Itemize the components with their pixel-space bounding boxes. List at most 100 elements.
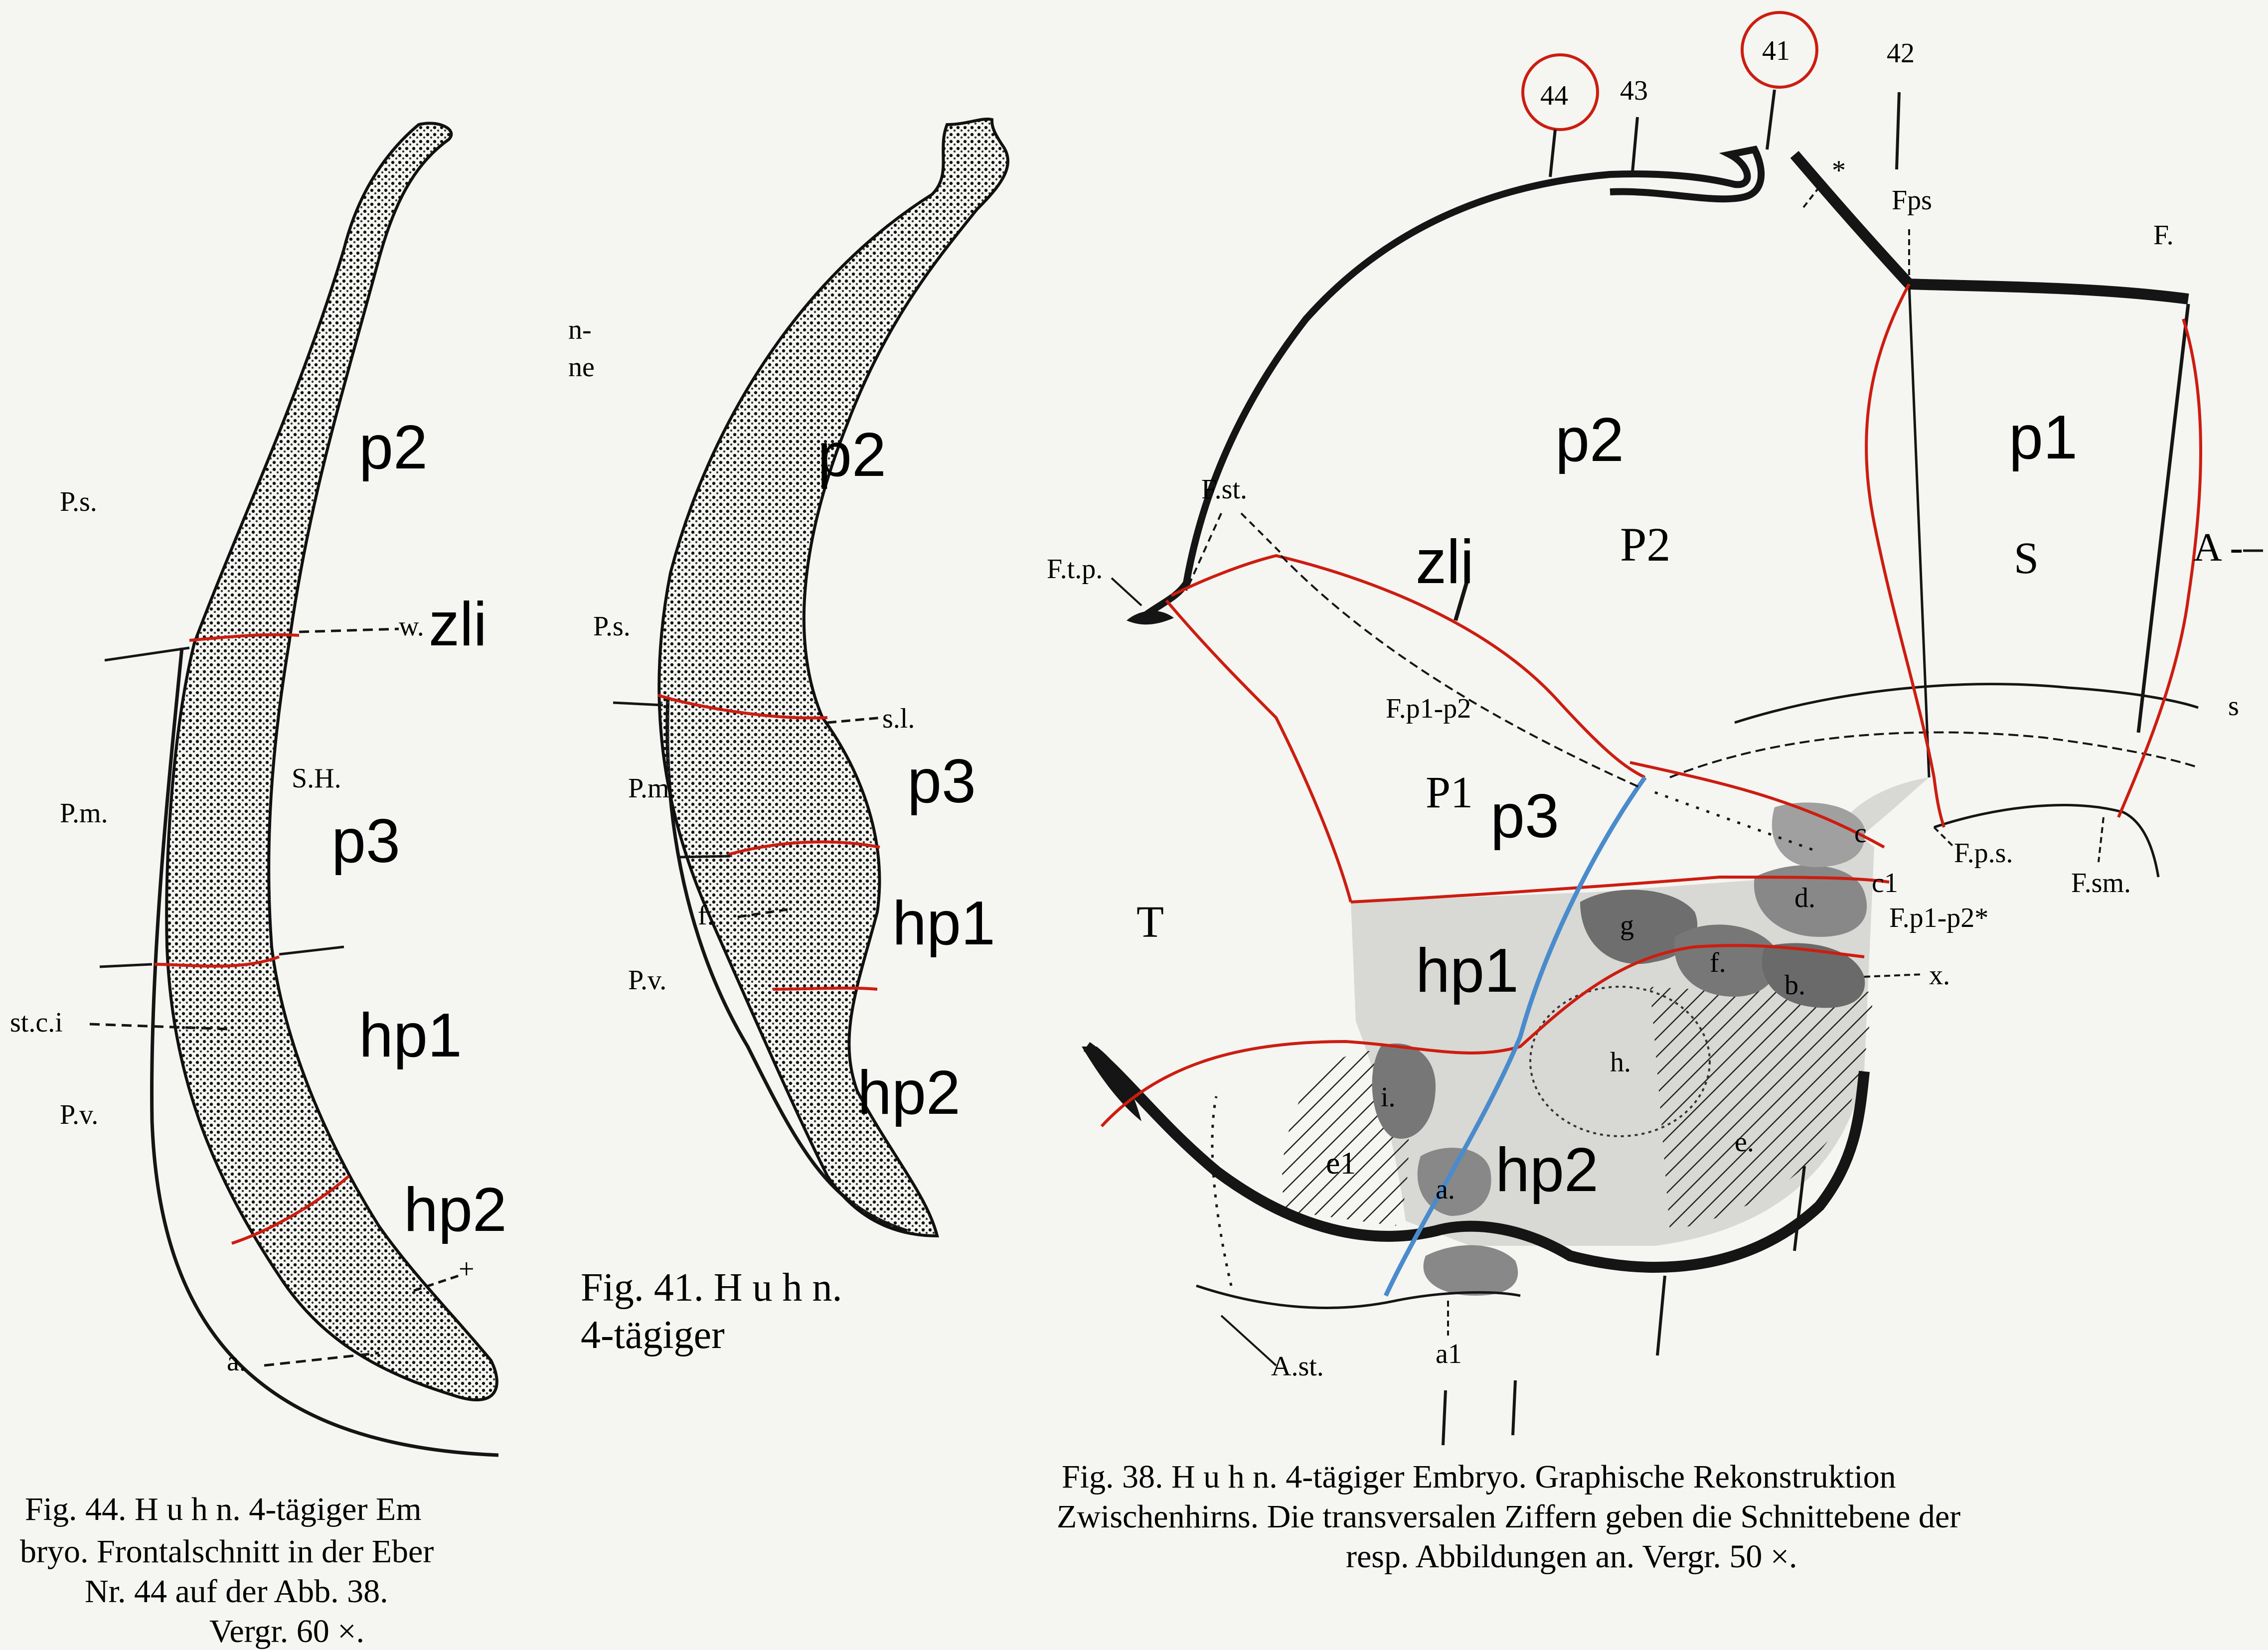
fig38-plane-line-4 bbox=[1793, 1166, 1806, 1251]
fig44-red-boundary-hp1-hp2 bbox=[231, 1175, 350, 1245]
fig38-ventral-outer-thin bbox=[1196, 1284, 1521, 1309]
fig38-red-c1 bbox=[1629, 761, 1885, 849]
fig38-fst-dashed-1 bbox=[1185, 513, 1222, 591]
fig44-label-plus: + bbox=[459, 1254, 475, 1285]
fig38-fst-dashed-2 bbox=[1240, 512, 1282, 554]
fig38-label-P1: P1 bbox=[1426, 768, 1473, 817]
fig41-label-pm: P.m. bbox=[628, 773, 676, 804]
fig38-region-p2: p2 bbox=[1555, 406, 1624, 474]
fig38-label-g: g bbox=[1620, 910, 1634, 941]
fig38-nucleus-d bbox=[1754, 865, 1867, 937]
fig38-label-A: A - bbox=[2193, 526, 2243, 570]
fig38-plane-43 bbox=[1631, 117, 1639, 172]
fig38-caption-line-2: Zwischenhirns. Die transversalen Ziffern… bbox=[1057, 1499, 1960, 1535]
fig44-label-a: a. bbox=[227, 1346, 246, 1377]
fig38-label-ast: A.st. bbox=[1271, 1351, 1324, 1382]
fig38-label-T: T bbox=[1136, 898, 1164, 947]
fig41-leader-sl bbox=[827, 716, 883, 724]
fig44-region-hp1: hp1 bbox=[359, 1001, 462, 1070]
fig38-nuclei bbox=[1372, 802, 1867, 1296]
fig41-label-sl: s.l. bbox=[882, 703, 915, 734]
fig38-zli-pointer bbox=[1454, 577, 1470, 621]
fig41-region-hp2: hp2 bbox=[857, 1058, 961, 1127]
fig38-leader-ftp bbox=[1111, 577, 1142, 606]
fig44-outer-contour bbox=[150, 647, 499, 1457]
fig38-nucleus-h bbox=[1529, 986, 1711, 1137]
fig44-caption: Fig. 44. H u h n. 4-tägiger Em bryo. Fro… bbox=[20, 1491, 434, 1650]
fig38-label-41: 41 bbox=[1762, 35, 1790, 66]
fig38-hatch-e bbox=[1650, 987, 1874, 1231]
fig44-label-pv: P.v. bbox=[60, 1099, 98, 1130]
fig44-panel: p2 zli p3 hp1 hp2 P.s. P.m. P.v. w. S.H.… bbox=[10, 122, 507, 1650]
fig38-thin-outline bbox=[1734, 683, 2199, 724]
fig44-label-stci: st.c.i bbox=[10, 1007, 63, 1038]
fig41-label-frag1: n- bbox=[568, 314, 592, 345]
fig38-label-f2: f. bbox=[1710, 947, 1726, 978]
fig38-caption-line-1: Fig. 38. H u h n. 4-tägiger Embryo. Grap… bbox=[1062, 1459, 1896, 1495]
fig38-leader-ast bbox=[1220, 1315, 1277, 1366]
fig38-nucleus-a1 bbox=[1423, 1245, 1518, 1296]
fig38-label-ftp: F.t.p. bbox=[1047, 554, 1103, 585]
fig38-label-s: s bbox=[2228, 691, 2239, 722]
fig38-label-x: x. bbox=[1929, 960, 1950, 991]
fig38-dotted-ventral bbox=[1211, 1096, 1233, 1286]
fig41-tissue bbox=[657, 118, 1009, 1238]
fig38-label-43: 43 bbox=[1620, 75, 1648, 106]
fig41-region-p2: p2 bbox=[817, 421, 886, 489]
fig38-red-zli-upper bbox=[1170, 554, 1646, 779]
fig38-label-S: S bbox=[2014, 534, 2039, 583]
fig38-label-fp1p2: F.p1-p2 bbox=[1386, 693, 1471, 724]
fig38-label-d: d. bbox=[1794, 883, 1815, 913]
fig38-label-fps-top: Fps bbox=[1892, 185, 1932, 216]
fig38-label-e1: e1 bbox=[1326, 1145, 1356, 1181]
fig44-region-p3: p3 bbox=[331, 807, 400, 876]
fig38-plane-line-1 bbox=[1442, 1390, 1447, 1446]
fig38-fp1p2-dashed bbox=[1280, 555, 1640, 788]
fig41-red-boundary-p3-hp1 bbox=[727, 840, 880, 856]
fig38-plane-41 bbox=[1766, 89, 1776, 150]
fig44-leader-left-2 bbox=[99, 963, 153, 968]
fig38-thin-outline-2 bbox=[1669, 731, 2199, 778]
fig38-nucleus-f bbox=[1674, 924, 1778, 997]
fig41-label-f: f. bbox=[698, 900, 714, 931]
fig38-region-zli: zli bbox=[1416, 528, 1474, 597]
fig44-caption-line-4: Vergr. 60 ×. bbox=[209, 1613, 364, 1650]
fig38-label-h: h. bbox=[1610, 1047, 1631, 1078]
fig38-red-zli-lower bbox=[1165, 600, 1352, 902]
fig38-label-fst: F.st. bbox=[1201, 474, 1247, 505]
fig44-leader-w bbox=[299, 627, 399, 633]
fig38-thin-outline-3 bbox=[1934, 804, 2160, 878]
fig38-leader-fps bbox=[1933, 826, 1955, 848]
fig38-region-p1: p1 bbox=[2009, 403, 2078, 472]
fig38-red-p3-hp1 bbox=[1350, 875, 1890, 903]
fig44-region-hp2: hp2 bbox=[404, 1176, 507, 1244]
fig38-label-c: c bbox=[1854, 818, 1867, 849]
fig38-label-i: i. bbox=[1381, 1082, 1396, 1113]
fig41-panel: p2 p3 hp1 hp2 P.s. P.m. P.v. s.l. f. n- … bbox=[568, 118, 1009, 1357]
fig44-label-sh: S.H. bbox=[292, 763, 341, 794]
fig38-label-b: b. bbox=[1784, 970, 1805, 1001]
fig38-region-hp2: hp2 bbox=[1495, 1136, 1599, 1204]
fig38-marker-44-circle bbox=[1521, 53, 1599, 131]
fig44-red-boundary-p3-hp1 bbox=[154, 955, 280, 968]
fig38-ventral-wall bbox=[1083, 1042, 1870, 1273]
fig38-nucleus-c bbox=[1772, 802, 1865, 867]
fig38-label-c1: c1 bbox=[1872, 868, 1898, 899]
fig38-label-P2: P2 bbox=[1620, 518, 1670, 571]
fig44-region-p2: p2 bbox=[359, 413, 428, 482]
fig44-region-zli: zli bbox=[429, 590, 487, 659]
fig41-red-boundary-p2-p3 bbox=[657, 694, 828, 720]
fig38-label-e: e. bbox=[1735, 1127, 1754, 1158]
fig41-caption: Fig. 41. H u h n. 4-tägiger bbox=[581, 1266, 842, 1357]
fig38-region-hp1: hp1 bbox=[1416, 936, 1519, 1005]
fig38-red-p2-p1-left bbox=[1865, 283, 1945, 828]
fig41-leader-left-2 bbox=[677, 855, 731, 859]
fig38-plane-44 bbox=[1549, 129, 1557, 177]
fig44-leader-left-1 bbox=[104, 646, 190, 662]
fig44-caption-line-2: bryo. Frontalschnitt in der Eber bbox=[20, 1533, 434, 1570]
fig41-label-ps: P.s. bbox=[593, 611, 631, 642]
fig38-marker-41-circle bbox=[1741, 11, 1818, 89]
fig38-dorsal-tip bbox=[1127, 610, 1174, 625]
fig38-caption: Fig. 38. H u h n. 4-tägiger Embryo. Grap… bbox=[1057, 1459, 1960, 1575]
